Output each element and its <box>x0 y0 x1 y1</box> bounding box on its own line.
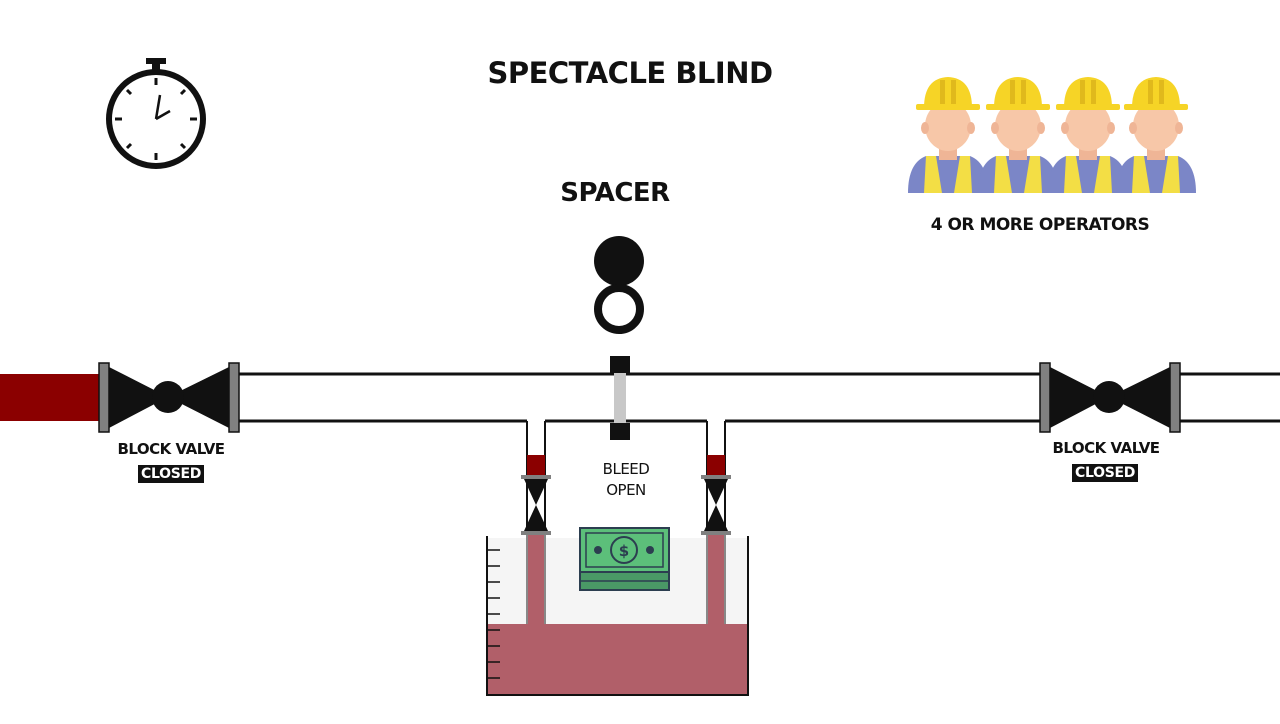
operators-label: 4 OR MORE OPERATORS <box>930 215 1150 235</box>
left-valve-state-badge: CLOSED <box>138 465 205 483</box>
right-bleed-line <box>701 421 731 624</box>
svg-text:$: $ <box>619 542 629 560</box>
left-block-valve <box>98 362 240 433</box>
operator-icon <box>908 77 1196 193</box>
spacer-symbol <box>594 236 644 334</box>
right-valve-state-badge: CLOSED <box>1072 464 1139 482</box>
left-valve-label: BLOCK VALVE <box>117 440 225 458</box>
bleed-label-line1: BLEED <box>602 460 650 478</box>
right-valve-label: BLOCK VALVE <box>1052 439 1160 457</box>
stopwatch-icon <box>106 58 206 169</box>
bleed-label: BLEED OPEN <box>566 459 686 501</box>
left-bleed-line <box>521 421 551 624</box>
process-fluid <box>0 374 101 421</box>
inline-blind <box>610 356 630 440</box>
spacer-label: SPACER <box>560 178 670 208</box>
money-icon: $ <box>579 527 670 591</box>
bleed-label-line2: OPEN <box>606 481 646 499</box>
diagram-title: SPECTACLE BLIND <box>487 56 773 90</box>
right-block-valve <box>1039 362 1181 433</box>
